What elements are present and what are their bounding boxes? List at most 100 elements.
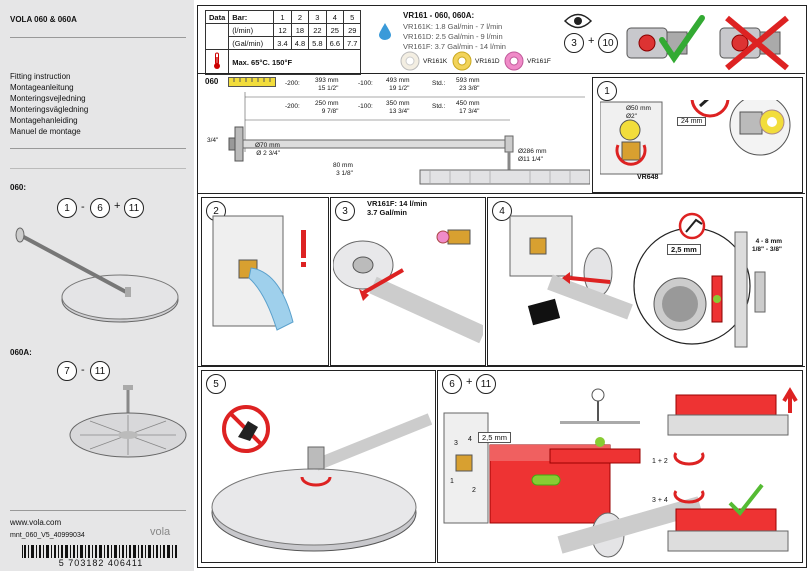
flow-title: VR161 - 060, 060A:: [403, 11, 475, 20]
step-number: 3: [335, 201, 355, 221]
step-separator: -: [81, 201, 85, 213]
screw-label: 1: [450, 478, 454, 485]
thread-size: 3/4": [207, 137, 219, 144]
step-circle: 10: [598, 33, 618, 53]
table-cell: 5.8: [308, 36, 327, 50]
table-cell: 7.7: [343, 36, 362, 50]
table-cell: 3.4: [273, 36, 292, 50]
step-separator: +: [466, 376, 473, 388]
language-label: Montagehanleiding: [10, 116, 78, 125]
dim-value: 593 mm 23 3/8": [456, 77, 480, 92]
dim-key: Std.:: [432, 103, 446, 110]
hole-diameter: Ø50 mm Ø2": [626, 105, 651, 120]
table-head: Data: [204, 10, 230, 24]
height-dimension: 80 mm 3 1/8": [333, 162, 353, 177]
table-cell: (l/min): [228, 23, 275, 37]
aerator-flow-label: VR161F: 14 l/min 3.7 Gal/min: [367, 199, 428, 217]
screw-label: 4: [468, 436, 472, 443]
section-060-label: 060:: [10, 183, 27, 192]
divider: [197, 193, 805, 194]
ruler-icon: [228, 77, 276, 87]
water-drop-icon: [379, 23, 391, 40]
valve-check-illustration: [626, 15, 789, 71]
table-cell: (Gal/min): [228, 36, 275, 50]
dim-value: 450 mm 17 3/4": [456, 100, 480, 115]
table-cell: 6.6: [325, 36, 345, 50]
table-cell: 12: [273, 23, 292, 37]
barcode: [22, 545, 177, 559]
flow-line: VR161K: 1.8 Gal/min - 7 l/min: [403, 22, 503, 31]
document-code: mnt_060_V5_40999034: [10, 532, 85, 539]
part-code: VR648: [637, 174, 659, 181]
step-5-illustration: [211, 405, 432, 552]
step-circle: 3: [564, 33, 584, 53]
table-cell: 18: [290, 23, 310, 37]
dim-key: Std.:: [432, 80, 446, 87]
screw-label: 2: [472, 487, 476, 494]
brand-logo: vola: [150, 526, 171, 538]
dim-key: -100:: [358, 80, 373, 87]
table-cell: [204, 23, 230, 50]
model-label: 060: [205, 77, 219, 86]
language-label: Monteringsvägledning: [10, 105, 89, 114]
instruction-frame: [197, 5, 807, 568]
section-060A-label: 060A:: [10, 348, 32, 357]
dim-key: -100:: [358, 103, 373, 110]
step-1-illustration: [600, 100, 791, 175]
step-6-illustration: [443, 387, 798, 558]
screw-label: 3: [454, 440, 458, 447]
language-label: Montageanleitung: [10, 83, 74, 92]
divider: [197, 366, 805, 367]
step-3-illustration: [333, 229, 483, 344]
dim-key: -200:: [285, 80, 300, 87]
document-title: VOLA 060 & 060A: [10, 15, 77, 24]
pipe-diameter: Ø70 mm Ø 2 3/4": [255, 142, 280, 157]
wrench-size: 24 mm: [677, 117, 707, 126]
head-diameter: Ø286 mm Ø11 1/4": [518, 148, 547, 163]
flow-line: VR161F: 3.7 Gal/min - 14 l/min: [403, 42, 506, 51]
dim-value: 493 mm 19 1/2": [386, 77, 410, 92]
gap-dimension: 4 - 8 mm 1/8" - 3/8": [752, 238, 783, 253]
hex-key-size: 2,5 mm: [478, 432, 512, 443]
website-url: www.vola.com: [10, 518, 62, 527]
divider: [10, 168, 186, 169]
shower-060A-illustration: [69, 385, 187, 458]
step-separator: -: [81, 364, 85, 376]
divider: [197, 73, 805, 74]
table-cell: 25: [325, 23, 345, 37]
max-temperature: Max. 65°C. 150°F: [228, 49, 362, 75]
aerator-parts: [400, 51, 524, 71]
step-separator: +: [114, 200, 121, 212]
language-label: Monteringsvejledning: [10, 94, 86, 103]
barcode-digits: 5 703182 406411: [14, 558, 188, 568]
table-cell: 22: [308, 23, 327, 37]
table-cell: 29: [343, 23, 362, 37]
divider: [10, 148, 186, 149]
step-circle: 6: [90, 198, 110, 218]
table-head: 3: [308, 10, 327, 24]
step-number: 6: [442, 374, 462, 394]
hex-key-size: 2,5 mm: [667, 244, 701, 255]
step-circle: 7: [57, 361, 77, 381]
step-number: 11: [476, 374, 496, 394]
table-head: Bar:: [228, 10, 275, 24]
step-circle: 11: [90, 361, 110, 381]
divider: [10, 37, 186, 38]
part-label: VR161D: [475, 58, 500, 65]
step-separator: +: [588, 35, 595, 47]
language-label: Fitting instruction: [10, 72, 71, 81]
dimension-drawing: [228, 92, 590, 185]
dim-value: 393 mm 15 1/2": [315, 77, 339, 92]
step-4-illustration: [509, 212, 766, 348]
part-label: VR161K: [423, 58, 448, 65]
table-head: 2: [290, 10, 310, 24]
table-head: 1: [273, 10, 292, 24]
dim-value: 250 mm 9 7/8": [315, 100, 339, 115]
flow-data-table: Data Bar: 1 2 3 4 5 (l/min) 12 18 22 25 …: [204, 10, 362, 75]
adjust-step-label: 1 + 2: [652, 458, 668, 465]
table-cell: 4.8: [290, 36, 310, 50]
shower-060-illustration: [15, 227, 179, 323]
table-head: 4: [325, 10, 345, 24]
step-circle: 1: [57, 198, 77, 218]
table-cell: [204, 49, 230, 75]
